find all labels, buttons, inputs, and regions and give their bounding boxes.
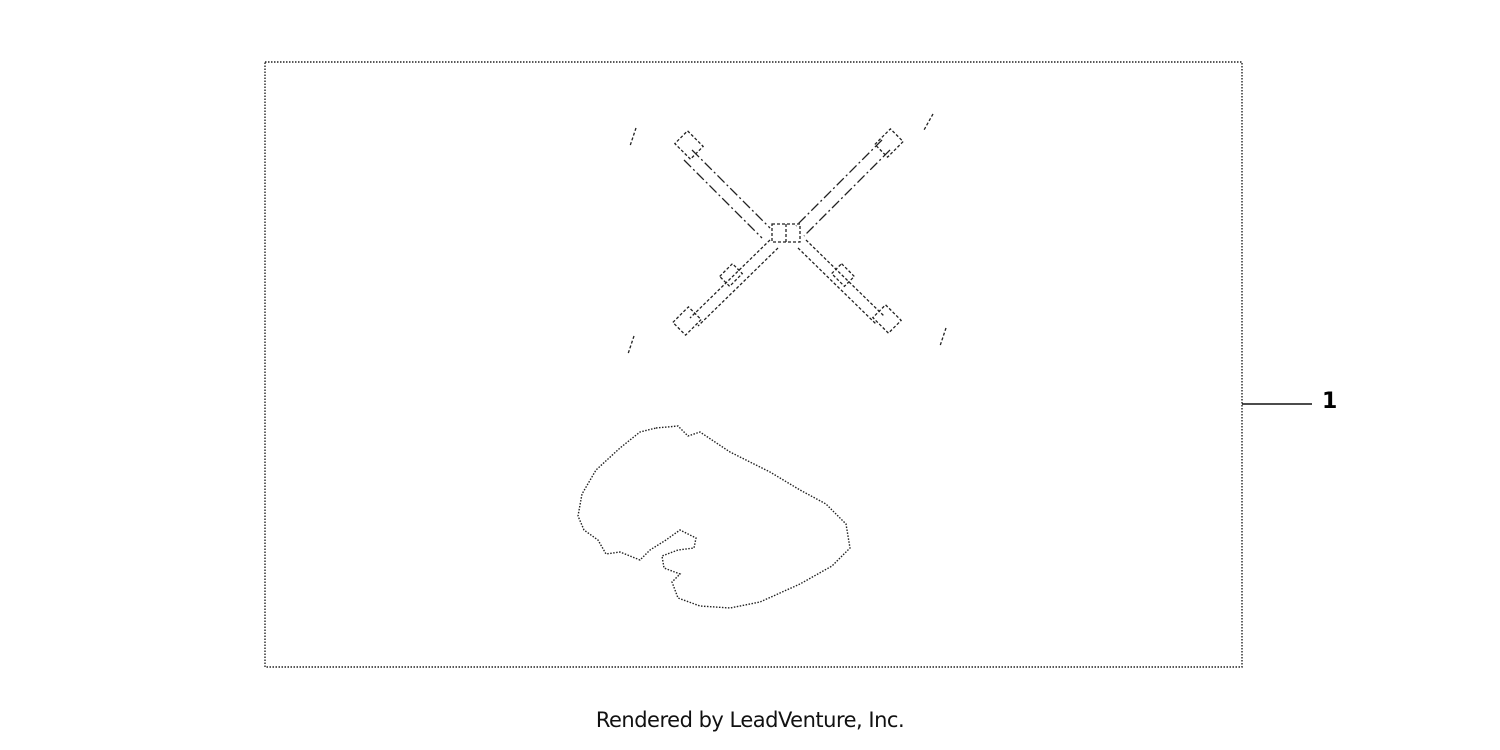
callout-label-1: 1 xyxy=(1322,389,1338,414)
cross-brace-frame-icon xyxy=(671,127,905,337)
render-credit: Rendered by LeadVenture, Inc. xyxy=(595,708,905,732)
kit-boundary-box xyxy=(264,61,1243,668)
floor-mat-icon xyxy=(577,425,851,609)
bolt-icon xyxy=(627,113,947,355)
